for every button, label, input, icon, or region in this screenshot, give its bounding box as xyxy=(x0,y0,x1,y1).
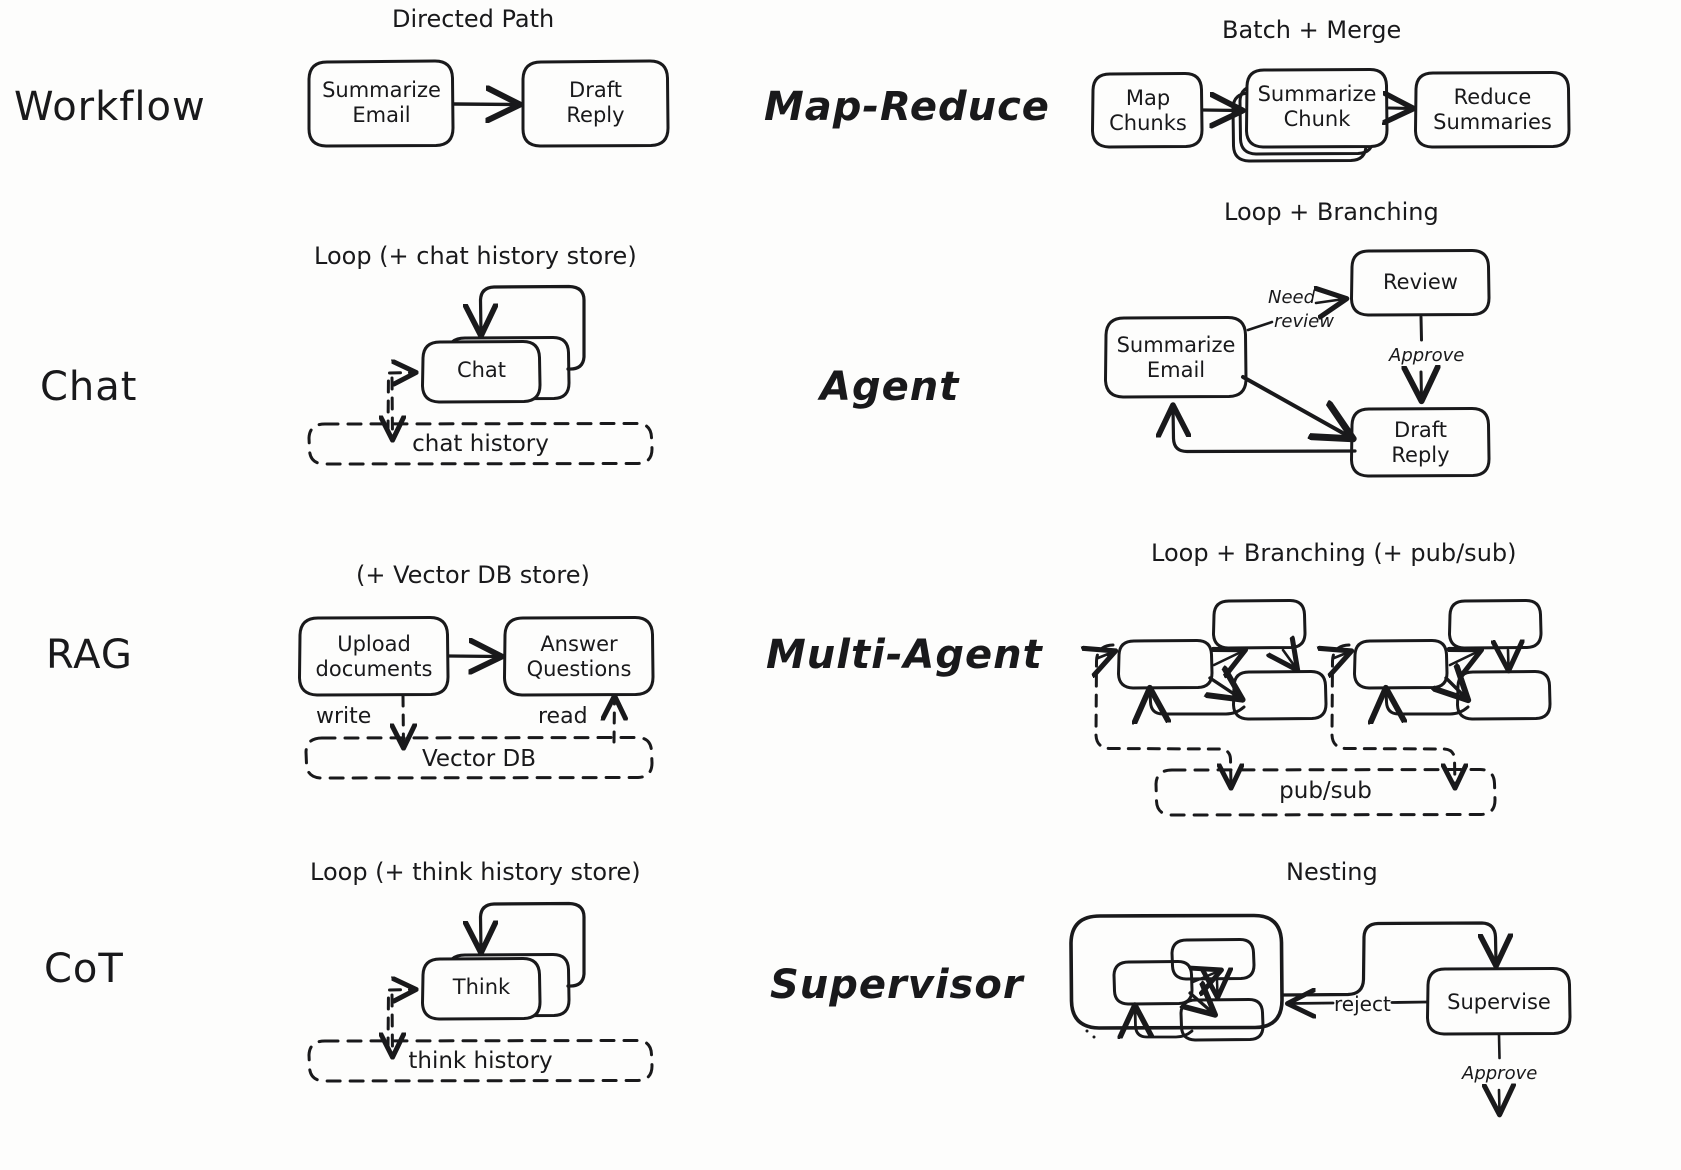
edge-label-supervisor-approve: Approve xyxy=(1462,1063,1538,1084)
store-pub-sub-box xyxy=(1154,768,1497,817)
row-label-map-reduce: Map-Reduce xyxy=(764,84,1050,130)
node-label-supervise: Supervise xyxy=(1447,990,1551,1014)
row-label-rag: RAG xyxy=(46,632,133,678)
node-upload-documents-box xyxy=(298,616,450,697)
nested-edges xyxy=(1135,971,1219,1037)
edge-chathistory-to-chat xyxy=(386,373,414,434)
cluster-a-edges xyxy=(1150,650,1296,714)
node-summarize-email-box xyxy=(307,59,455,148)
cluster-b-node-top xyxy=(1448,599,1543,650)
caption-vector-db-store: (+ Vector DB store) xyxy=(356,561,590,589)
row-label-chat: Chat xyxy=(40,364,138,410)
edge-vectordb-read-to-answer xyxy=(614,698,615,744)
store-label-pub-sub: pub/sub xyxy=(1279,778,1372,804)
edge-thinkhistory-to-think xyxy=(386,990,414,1051)
store-label-think-history: think history xyxy=(408,1048,553,1074)
edge-summarize-to-review xyxy=(1246,299,1344,332)
node-label-reduce-summaries: Reduce Summaries xyxy=(1433,85,1552,134)
edge-label-write: write xyxy=(316,704,372,729)
caption-batch-merge: Batch + Merge xyxy=(1222,16,1402,44)
row-label-workflow: Workflow xyxy=(14,84,206,130)
edge-summarize-to-reduce xyxy=(1389,108,1411,109)
edge-chat-to-chathistory xyxy=(392,376,393,438)
node-map-chunks-box xyxy=(1091,72,1204,149)
edge-label-reject: reject xyxy=(1334,992,1391,1016)
node-chat-stack xyxy=(421,336,571,404)
nested-node-left xyxy=(1085,1029,1096,1039)
node-think-stack xyxy=(421,953,571,1021)
cluster-b-pubsub-link xyxy=(1330,643,1455,786)
nested-node-a xyxy=(1112,960,1194,1006)
cluster-b-in-arrow xyxy=(1334,652,1349,658)
node-label-answer-questions: Answer Questions xyxy=(526,632,632,681)
edge-chat-selfloop xyxy=(481,284,586,371)
edge-upload-to-answer xyxy=(447,656,499,657)
cluster-a-in-arrow xyxy=(1098,652,1113,658)
edge-think-to-thinkhistory xyxy=(392,993,393,1055)
caption-nesting: Nesting xyxy=(1286,858,1378,886)
row-label-cot: CoT xyxy=(44,946,124,992)
node-label-agent-summarize-email: Summarize Email xyxy=(1116,333,1236,382)
store-label-chat-history: chat history xyxy=(412,431,549,457)
node-label-agent-draft-reply: Draft Reply xyxy=(1391,418,1450,467)
edge-summarize-to-draft xyxy=(452,104,517,105)
node-label-upload-documents: Upload documents xyxy=(315,632,433,681)
edge-supervise-reject-to-nested xyxy=(1290,1002,1429,1004)
node-label-chat: Chat xyxy=(456,358,507,382)
store-think-history-box xyxy=(307,1039,654,1083)
nested-agent-container xyxy=(1069,913,1284,1030)
edge-supervise-approve-out xyxy=(1499,1033,1500,1112)
edge-review-to-draft xyxy=(1421,315,1422,398)
node-draft-reply-box xyxy=(521,59,670,148)
node-review-box xyxy=(1350,249,1491,317)
edge-label-need-review-line2: review xyxy=(1274,311,1334,332)
node-agent-summarize-email-box xyxy=(1104,316,1248,399)
cluster-a-node-right xyxy=(1232,670,1328,721)
store-label-vector-db: Vector DB xyxy=(421,746,537,772)
cluster-a-node-top xyxy=(1212,599,1307,650)
node-answer-questions-box xyxy=(503,616,655,697)
caption-loop-branching: Loop + Branching xyxy=(1224,198,1439,226)
caption-directed-path: Directed Path xyxy=(392,5,555,33)
store-vector-db-box xyxy=(304,736,654,780)
nested-node-b xyxy=(1170,938,1256,981)
row-label-supervisor: Supervisor xyxy=(770,962,1024,1008)
cluster-b-node-left xyxy=(1353,639,1449,690)
caption-loop-branching-pubsub: Loop + Branching (+ pub/sub) xyxy=(1151,539,1517,567)
node-label-summarize-email: Summarize Email xyxy=(322,78,441,127)
caption-loop-think-history: Loop (+ think history store) xyxy=(310,858,641,886)
edge-draft-to-summarize-loop xyxy=(1173,408,1357,454)
cluster-a-node-left xyxy=(1117,639,1214,690)
node-label-review: Review xyxy=(1383,270,1458,294)
edge-think-selfloop xyxy=(481,901,586,988)
edge-map-to-summarize xyxy=(1201,110,1240,111)
node-label-map-chunks: Map Chunks xyxy=(1109,86,1187,135)
cluster-b-node-right xyxy=(1456,670,1552,721)
node-summarize-chunk-stack xyxy=(1231,68,1389,163)
node-label-draft-reply: Draft Reply xyxy=(566,78,625,127)
node-label-think: Think xyxy=(452,975,511,999)
row-label-multi-agent: Multi-Agent xyxy=(766,632,1043,678)
node-reduce-summaries-box xyxy=(1414,71,1571,149)
cluster-b-edges xyxy=(1386,650,1509,714)
nested-node-c xyxy=(1179,998,1265,1042)
row-label-agent: Agent xyxy=(820,364,960,410)
edge-label-read: read xyxy=(538,704,588,729)
edge-nested-to-supervise xyxy=(1281,921,1496,997)
edge-label-approve: Approve xyxy=(1389,345,1465,366)
node-supervise-box xyxy=(1426,967,1572,1036)
edge-label-need-review-line1: Need xyxy=(1268,287,1316,308)
node-label-summarize-chunk: Summarize Chunk xyxy=(1257,82,1377,131)
store-chat-history-box xyxy=(307,422,654,466)
caption-loop-chat-history: Loop (+ chat history store) xyxy=(314,242,637,270)
edge-summarize-to-draft-direct xyxy=(1241,375,1350,437)
